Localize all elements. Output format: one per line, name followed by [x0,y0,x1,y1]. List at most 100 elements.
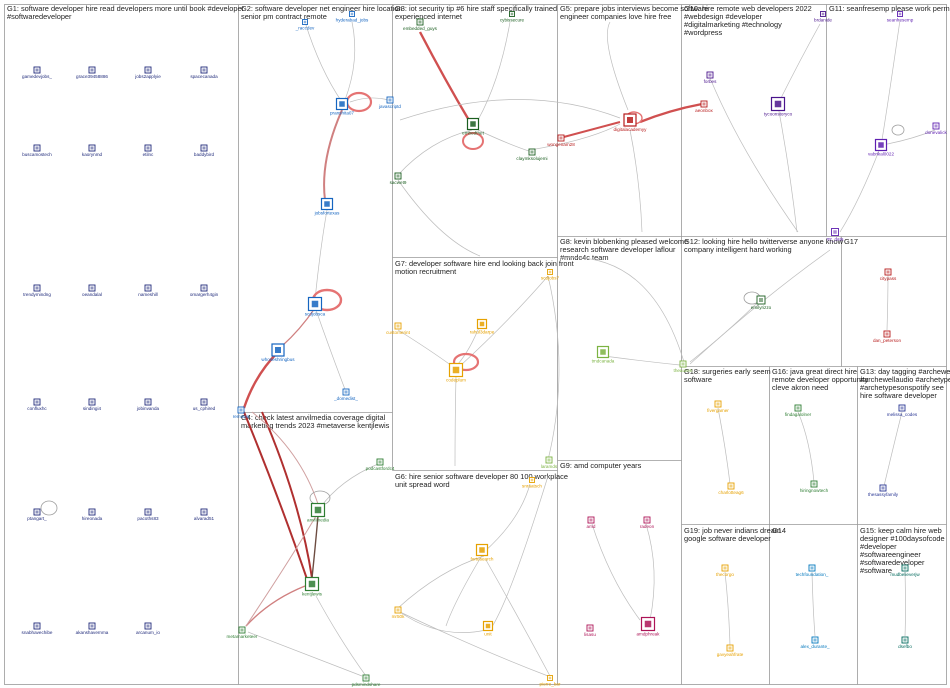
node-hireonada[interactable]: hireonada [82,509,103,521]
node-forbes[interactable]: forbes [704,72,717,84]
node-fortesearch[interactable]: fortesearch [471,545,494,562]
node-label: mr50k [392,614,405,619]
node-gamedevjobs-[interactable]: gamedevjobs_ [22,67,52,79]
node-unit[interactable]: unit [484,622,493,637]
node-sindingi4[interactable]: sindingi4 [83,399,102,411]
node-aeonbox[interactable]: aeonbox [695,101,713,113]
group-title-g11: G11: seanfresemp please work permit [829,4,950,13]
node-trendymind[interactable]: trendymindng [23,285,51,297]
node-claymksolu[interactable]: claymksolujemi [516,149,547,161]
node-embedthet[interactable]: embedthet [462,119,484,136]
node-label: _raccdev [295,26,315,31]
node-dan-peterson[interactable]: dan_peterson [873,331,902,343]
node-avatar-fill [590,519,593,522]
node-label: amd [587,524,596,529]
node-label: confluxhc [27,406,47,411]
edges [244,20,935,676]
node-brdanide[interactable]: brdanide [814,12,832,23]
node-whoseshring[interactable]: whoseshringbus [261,344,295,362]
node-seanfresemp[interactable]: seanfresemp [887,12,914,23]
node-cityboss[interactable]: citypass [880,269,897,281]
group-title-line: #software [860,566,892,575]
node-wongenam[interactable]: wongenam28 [547,135,575,147]
node-avatar-fill [600,349,606,355]
node-gavyeahfrate[interactable]: gavyeahfrate [717,645,744,657]
node-amd[interactable]: amd [587,517,596,529]
node-customerint[interactable]: customerint [386,323,410,335]
node-namesphil[interactable]: nameshill [138,285,157,297]
node--raccdev[interactable]: _raccdev [295,20,315,31]
node-metamarketer[interactable]: metamarketeer [227,627,258,639]
node-label: rahul3darpe [470,330,495,335]
node-podcastfordc[interactable]: podcastfordc4 [366,459,395,471]
node-kaorynmd[interactable]: kaorynmd [82,145,103,157]
node-baddybird[interactable]: baddybird [194,145,215,157]
node-pranshita[interactable]: pranshita07 [330,99,354,116]
node-confluxhc[interactable]: confluxhc [27,399,47,411]
node-akanshan[interactable]: akanshavernma [76,623,109,635]
node-label: arcanum_io [136,630,160,635]
node-avatar-fill [147,625,150,628]
node-label: snabhavechibe [22,630,53,635]
node-lisasu[interactable]: lisasu [584,625,596,637]
group-title-line: google software developer [684,534,771,543]
node-pdsmindshare[interactable]: pdsmindshare [352,675,381,687]
node-avatar-fill [814,639,817,642]
node-dsefbo[interactable]: dsefbo [898,637,912,649]
node-codeplum[interactable]: codeplum [446,364,466,383]
node-amdphreak[interactable]: amdphreak [637,618,661,637]
node-vabrikaltop[interactable]: vabrikal0022 [868,140,894,157]
node-label: pierre_bar [540,682,561,687]
node-spacecanada[interactable]: spacecanada [190,67,218,79]
node-oeandalal[interactable]: oeandalal [82,285,102,297]
node-snabhave[interactable]: snabhavechibe [22,623,53,635]
node-charlotte[interactable]: charlotteag6 [718,483,744,495]
node-label: citypass [880,276,897,281]
node-alex-durante[interactable]: alex_durante_ [800,637,830,649]
node-avatar-fill [147,147,150,150]
node-cybissecure[interactable]: cybissecure [500,12,525,23]
node-mr50k[interactable]: mr50k [392,607,405,619]
node-pacoths[interactable]: pacoths83 [137,509,159,521]
node-label: hireonada [82,516,103,521]
node-emilyrizzo[interactable]: emilyrizzo [751,296,772,310]
node-label: spacecanada [190,74,218,79]
node-jobs2apply[interactable]: jobs2applyie [134,67,161,79]
node-rahulsaraa[interactable]: rahul3darpe [470,320,495,335]
node-label: wongenam28 [547,142,575,147]
node-techfoundation[interactable]: techfoundation_ [796,565,829,577]
node-hyderabad[interactable]: hyderabad_jobs [336,12,369,23]
node-etilnc[interactable]: etilnc [143,145,154,157]
node-laramds[interactable]: laramds [541,457,558,469]
node-ptangart[interactable]: ptangart_ [27,509,47,521]
node-avatar-fill [531,479,534,482]
node-radeon[interactable]: radeon [640,517,655,529]
node-thecorgo[interactable]: thecorgo [716,565,734,577]
node-us-cphired[interactable]: us_cphired [193,399,216,411]
node-scdjobs7[interactable]: scdjobs7 [541,270,560,281]
node-melissa[interactable]: melissa_codes [887,405,918,417]
node-jobsfortex[interactable]: jobsfortexas [314,199,340,216]
node-buscamos[interactable]: buscamostech [22,145,52,157]
node-arcanum[interactable]: arcanum_io [136,623,160,635]
node-tmdcanada[interactable]: tmdcanada [592,347,615,364]
node-jobinvanda[interactable]: jobinvanda [136,399,160,411]
node-thesassyfamily[interactable]: thesassyfamily [868,485,899,497]
node-label: charlotteag6 [718,490,744,495]
node-avatar-fill [901,407,904,410]
node-kentjlewis[interactable]: kentjlewis [302,578,323,597]
node--domedist[interactable]: _domedist_ [333,389,358,401]
node-label: embedded_guys [403,26,438,31]
node-donevslk[interactable]: donevalick [925,123,947,135]
node-tycoonstoryco[interactable]: tycoonstoryco [764,98,793,117]
node-findagalolner[interactable]: findagalolner [785,405,812,417]
node-anvilmedia[interactable]: anvilmedia [307,504,329,523]
node-scdjobsca[interactable]: scdjobsca [305,298,326,317]
node-label: gavyeahfrate [717,652,744,657]
node-hiringnowtech[interactable]: hiringnowtech [800,481,829,493]
node-omarger[interactable]: omargerh4gin [190,285,219,297]
node-fivergamer[interactable]: fivergamer [707,401,729,413]
node-grace[interactable]: grace39458886 [76,67,108,79]
node-alvarad[interactable]: alvarad51 [194,509,215,521]
node-avatar-fill [724,567,727,570]
